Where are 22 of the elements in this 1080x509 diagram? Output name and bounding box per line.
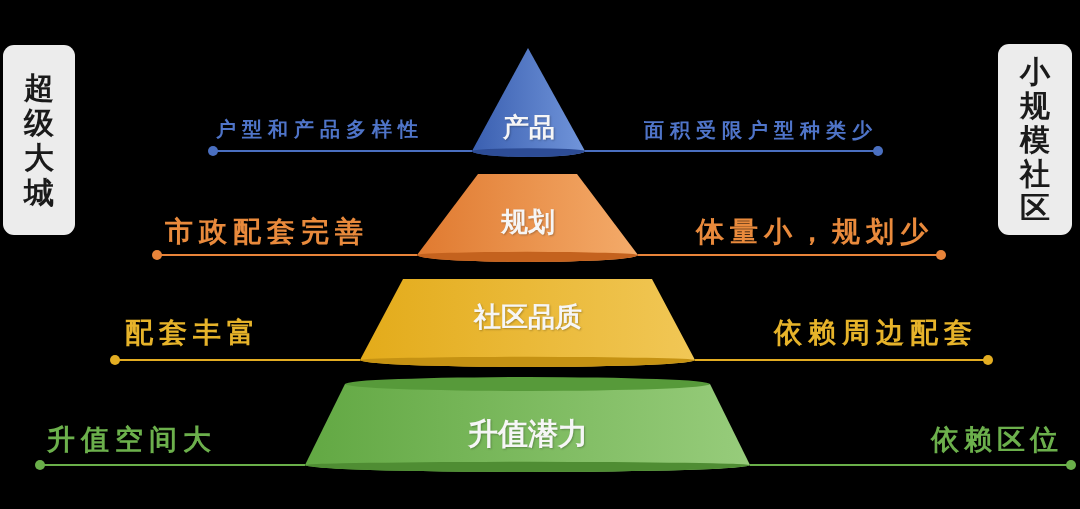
leader-line [110,355,361,365]
annotation-text: 户型和产品多样性 [213,117,424,151]
annotation-text: 市政配套完善 [157,215,369,255]
leader-line [208,146,473,156]
leader-line [749,460,1076,470]
leader-line [637,250,946,260]
annotation-text: 依赖区位 [931,423,1071,465]
leader-line [35,460,306,470]
layer-label: 规划 [499,206,556,238]
annotation-text: 依赖周边配套 [774,316,988,360]
layer-label: 升值潜力 [466,416,589,452]
annotation-text: 面积受限户型种类少 [644,118,878,151]
leader-line [584,146,883,156]
annotation-text: 体量小，规划少 [696,215,941,255]
layer-label: 产品 [501,111,556,143]
leader-line [694,355,993,365]
label-box: 小规模社区 [998,44,1072,235]
layer-label: 社区品质 [472,301,583,333]
label-box: 超级大城 [3,45,75,235]
annotation-text: 升值空间大 [40,423,217,465]
annotation-text: 配套丰富 [115,316,261,360]
leader-line [152,250,418,260]
